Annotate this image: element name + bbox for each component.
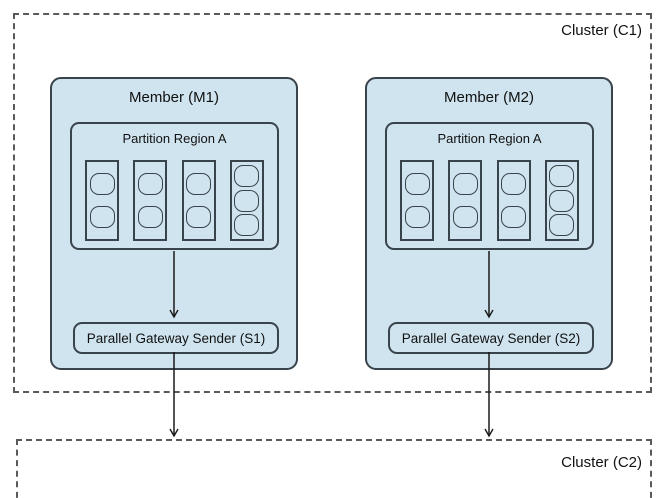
bucket-entry xyxy=(234,189,260,212)
bucket-entry xyxy=(404,206,430,228)
cluster-c1-box: Cluster (C1) xyxy=(13,13,652,393)
bucket-entry xyxy=(452,206,478,228)
bucket-entry xyxy=(186,206,212,228)
cluster-c1-label: Cluster (C1) xyxy=(561,22,642,39)
bucket-column xyxy=(181,160,216,241)
partition-region-a-m1: Partition Region A xyxy=(70,122,279,250)
bucket-entry xyxy=(404,173,430,195)
partition-region-a-m2: Partition Region A xyxy=(385,122,594,250)
gateway-sender-s2-box: Parallel Gateway Sender (S2) xyxy=(388,322,594,354)
cluster-c2-box: Cluster (C2) xyxy=(16,439,652,498)
member-m2-box: Member (M2) Partition Region A Parallel … xyxy=(365,77,613,370)
bucket-entry xyxy=(549,164,575,187)
bucket-entry xyxy=(501,173,527,195)
bucket-column xyxy=(544,160,579,241)
bucket-column xyxy=(229,160,264,241)
partition-region-a-m2-title: Partition Region A xyxy=(437,131,542,146)
member-m1-box: Member (M1) Partition Region A Parallel … xyxy=(50,77,298,370)
cluster-c2-label: Cluster (C2) xyxy=(561,454,642,471)
bucket-entry xyxy=(234,164,260,187)
bucket-entry xyxy=(549,189,575,212)
bucket-entry xyxy=(89,206,115,228)
bucket-entry xyxy=(186,173,212,195)
bucket-column xyxy=(448,160,483,241)
gateway-sender-s1-box: Parallel Gateway Sender (S1) xyxy=(73,322,279,354)
bucket-column xyxy=(496,160,531,241)
bucket-entry xyxy=(501,206,527,228)
bucket-column xyxy=(400,160,434,241)
member-m2-title: Member (M2) xyxy=(443,89,534,106)
bucket-entry xyxy=(549,214,575,237)
partition-region-a-m1-title: Partition Region A xyxy=(122,131,227,146)
bucket-entry xyxy=(137,206,163,228)
bucket-entry xyxy=(137,173,163,195)
bucket-row-m1 xyxy=(85,160,264,241)
bucket-entry xyxy=(89,173,115,195)
bucket-entry xyxy=(234,214,260,237)
bucket-column xyxy=(133,160,168,241)
bucket-row-m2 xyxy=(400,160,579,241)
member-m1-title: Member (M1) xyxy=(128,89,219,106)
bucket-column xyxy=(85,160,119,241)
bucket-entry xyxy=(452,173,478,195)
